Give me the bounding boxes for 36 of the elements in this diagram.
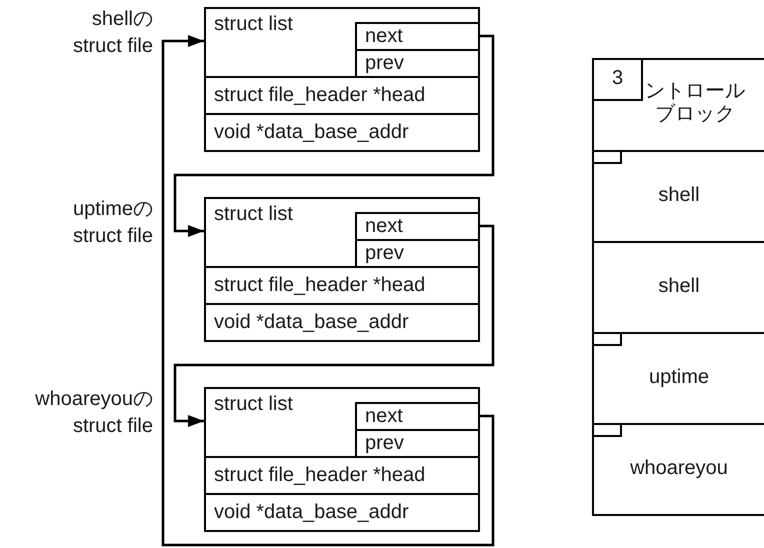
struct-caption: whoareyouの struct file [34,387,153,439]
small-box [592,150,622,164]
block-label: whoareyou [629,456,729,481]
struct-caption: uptimeの struct file [72,197,153,249]
pointer-field [355,212,480,241]
small-box [592,332,622,346]
field-text: struct list [214,202,293,226]
small-box [592,423,622,437]
number-box [592,58,643,101]
field-text: prev [365,431,404,456]
field-text: struct file_header *head [214,83,426,108]
field-text: next [365,404,403,429]
number-text: 3 [610,66,624,91]
field-text: void *data_base_addr [214,120,409,145]
field-text: prev [365,241,404,266]
pointer-field [355,22,480,51]
field-text: void *data_base_addr [214,500,409,525]
field-text: prev [365,51,404,76]
field-text: next [365,24,403,49]
struct-caption: shellの struct file [72,7,153,59]
block-label: ントロールブロック [644,80,746,126]
field-text: struct file_header *head [214,273,426,298]
arrow [174,224,494,427]
field-text: next [365,214,403,239]
arrow [162,35,494,546]
field-text: void *data_base_addr [214,310,409,335]
block-label: shell [657,274,701,299]
field-text: struct file_header *head [214,463,426,488]
pointer-field [355,402,480,431]
block-label: uptime [648,365,710,390]
arrow [174,34,494,237]
control-block-row [592,58,764,152]
block-row [592,423,764,516]
field-text: struct list [214,392,293,416]
block-label: shell [657,183,701,208]
field-text: struct list [214,12,293,36]
